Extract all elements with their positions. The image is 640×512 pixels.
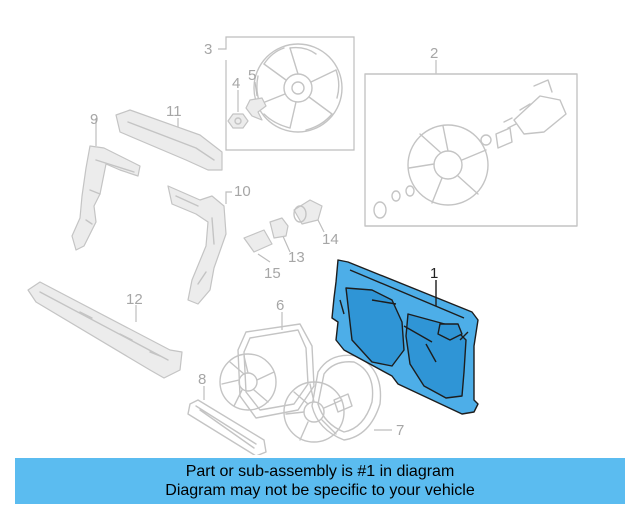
part-1-fan-shroud-highlighted	[331, 259, 479, 415]
callout-4: 4	[232, 75, 240, 92]
banner-line-part: Part or sub-assembly is #1 in diagram	[185, 463, 455, 480]
part-4-nut	[227, 90, 249, 129]
callout-5: 5	[248, 67, 256, 84]
fan-assembly-left	[219, 353, 277, 411]
shroud-opening-left	[345, 287, 405, 367]
callout-6: 6	[276, 297, 284, 314]
part-11-upper-bar	[115, 109, 223, 171]
info-banner: Part or sub-assembly is #1 in diagram Di…	[15, 458, 625, 504]
fan-assembly-right	[283, 381, 353, 443]
callout-12: 12	[126, 291, 143, 308]
callout-11: 11	[166, 103, 182, 120]
callout-15: 15	[264, 265, 281, 282]
callout-9: 9	[90, 111, 98, 128]
part-12-lower-beam	[27, 281, 183, 379]
part-10-right-bracket	[167, 185, 232, 305]
callout-13: 13	[288, 249, 305, 266]
callout-10: 10	[234, 183, 251, 200]
part-2-fan-motor	[364, 60, 578, 227]
part-6-seal-ring	[237, 312, 315, 419]
part-9-left-bracket	[71, 118, 141, 251]
part-14-fitting	[293, 199, 325, 233]
part-8-belt	[187, 386, 267, 455]
callout-3: 3	[204, 41, 212, 58]
banner-line-disclaimer: Diagram may not be specific to your vehi…	[165, 482, 475, 499]
part-15-connector	[243, 229, 273, 263]
callout-2: 2	[430, 45, 438, 62]
callout-7: 7	[396, 422, 404, 439]
part-7-shroud	[311, 354, 392, 441]
callout-14: 14	[322, 231, 339, 248]
part-13-clip	[269, 217, 291, 253]
callout-8: 8	[198, 371, 206, 388]
part-5-clip	[245, 81, 267, 121]
callout-1: 1	[430, 265, 438, 282]
parts-diagram: 1 2 3 4 5 6 7 8 9 10 11 12 13 14 15	[27, 36, 578, 455]
part-3-fan-blade	[218, 36, 355, 151]
